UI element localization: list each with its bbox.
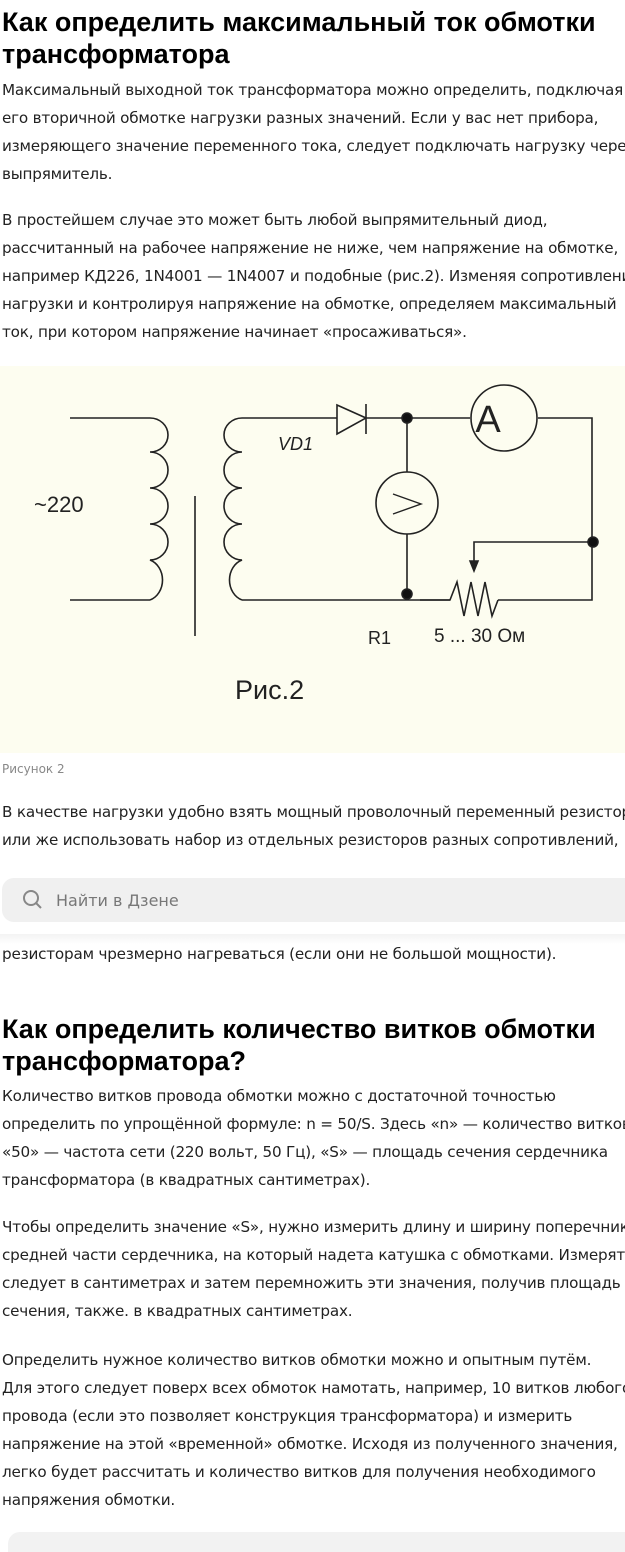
- secondary-wire-top: [242, 417, 593, 601]
- paragraph-load-continued: резисторам чрезмерно нагреваться (если о…: [2, 945, 557, 963]
- section2-title: Как определить количество витков обмотки…: [2, 1014, 596, 1076]
- source-label: ~220: [34, 492, 84, 517]
- figure-title: Рис.2: [235, 675, 304, 705]
- ammeter-icon: [470, 384, 538, 452]
- resistor-range: 5 ... 30 Ом: [434, 626, 525, 647]
- junction-dot: [401, 588, 413, 600]
- section2-paragraph-2: Чтобы определить значение «S», нужно изм…: [2, 1218, 625, 1320]
- content-panel: [0, 934, 625, 974]
- voltmeter-glyph: [392, 493, 424, 515]
- junction-dot: [401, 412, 413, 424]
- section2-paragraph-1: Количество витков провода обмотки можно …: [2, 1087, 625, 1189]
- voltmeter-icon: [375, 471, 439, 535]
- section1-paragraph-2: В простейшем случае это может быть любой…: [2, 211, 625, 341]
- circuit-diagram: ~220 VD1 A R1 5 ... 30 Ом Рис.2: [34, 384, 599, 705]
- paragraph-load: В качестве нагрузки удобно взять мощный …: [2, 803, 625, 849]
- diode-icon: [336, 403, 368, 436]
- secondary-coil: [223, 417, 243, 601]
- ammeter-label: A: [475, 399, 501, 441]
- search-input[interactable]: Найти в Дзене: [2, 878, 625, 922]
- wiper-wire: [473, 541, 592, 566]
- search-icon: [23, 890, 42, 909]
- wiper-arrow: [468, 560, 480, 574]
- search-placeholder: Найти в Дзене: [56, 890, 179, 910]
- section2-paragraph-3: Определить нужное количество витков обмо…: [2, 1351, 625, 1509]
- resistor-zigzag: [420, 579, 499, 619]
- bottom-panel: [8, 1532, 625, 1552]
- junction-dot: [587, 536, 599, 548]
- figure-caption: Рисунок 2: [2, 762, 65, 776]
- section1-paragraph-1: Максимальный выходной ток трансформатора…: [2, 81, 625, 183]
- primary-coil: [149, 417, 169, 601]
- circuit-figure: ~220 VD1 A R1 5 ... 30 Ом Рис.2: [0, 366, 625, 753]
- resistor-label: R1: [368, 628, 391, 648]
- diode-label: VD1: [278, 434, 313, 454]
